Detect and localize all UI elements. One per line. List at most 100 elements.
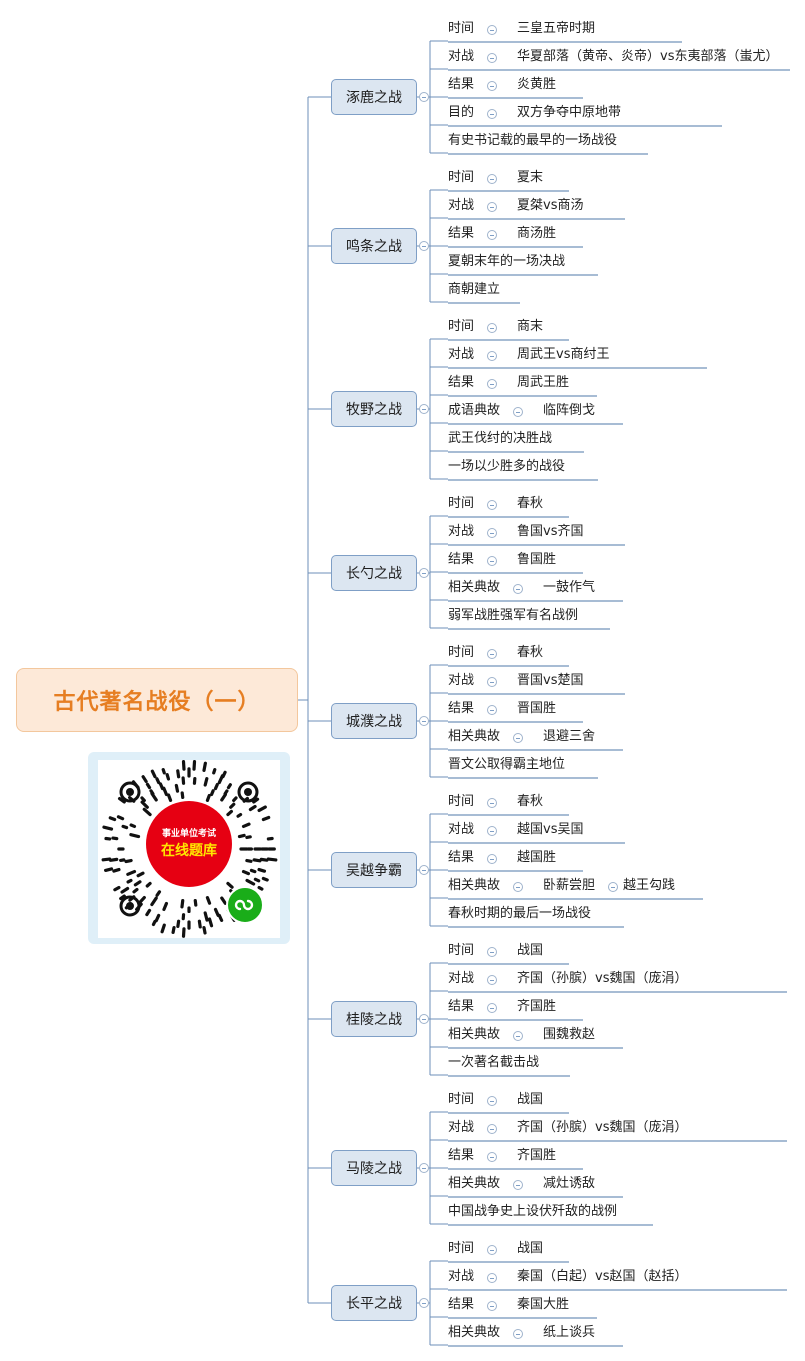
leaf-value: 越王勾践	[623, 878, 676, 893]
collapse-toggle-icon[interactable]	[419, 404, 429, 414]
collapse-toggle-icon[interactable]	[487, 351, 497, 361]
leaf-key: 时间	[448, 170, 475, 185]
collapse-toggle-icon[interactable]	[487, 677, 497, 687]
leaf-value: 春秋	[517, 794, 544, 809]
collapse-toggle-icon[interactable]	[487, 53, 497, 63]
qr-module	[158, 782, 165, 791]
battle-node[interactable]: 鸣条之战	[331, 228, 417, 264]
collapse-toggle-icon[interactable]	[513, 1180, 523, 1190]
collapse-toggle-icon[interactable]	[419, 865, 429, 875]
qr-module	[226, 881, 234, 889]
qr-module	[133, 880, 142, 887]
collapse-toggle-icon[interactable]	[487, 81, 497, 91]
leaf-key: 夏朝末年的一场决战	[448, 254, 566, 269]
qr-module	[119, 894, 126, 901]
qr-module	[221, 770, 227, 779]
collapse-toggle-icon[interactable]	[487, 25, 497, 35]
collapse-toggle-icon[interactable]	[487, 323, 497, 333]
leaf-value: 退避三舍	[543, 729, 596, 744]
leaf-value: 华夏部落（黄帝、炎帝）vs东夷部落（蚩尤）	[517, 49, 779, 64]
qr-module	[155, 890, 162, 897]
collapse-toggle-icon[interactable]	[487, 556, 497, 566]
battle-node[interactable]: 桂陵之战	[331, 1001, 417, 1037]
collapse-toggle-icon[interactable]	[487, 854, 497, 864]
collapse-toggle-icon[interactable]	[513, 584, 523, 594]
collapse-toggle-icon[interactable]	[513, 882, 523, 892]
collapse-toggle-icon[interactable]	[487, 798, 497, 808]
collapse-toggle-icon[interactable]	[513, 1031, 523, 1041]
leaf-value: 商汤胜	[517, 226, 557, 241]
battle-node[interactable]: 涿鹿之战	[331, 79, 417, 115]
qr-module	[220, 792, 227, 802]
leaf-key: 时间	[448, 319, 475, 334]
leaf-key: 弱军战胜强军有名战例	[448, 608, 579, 623]
collapse-toggle-icon[interactable]	[487, 1301, 497, 1311]
leaf-value: 齐国胜	[517, 999, 557, 1014]
collapse-toggle-icon[interactable]	[487, 947, 497, 957]
qr-finder-dot	[126, 902, 134, 910]
collapse-toggle-icon[interactable]	[487, 705, 497, 715]
collapse-toggle-icon[interactable]	[513, 733, 523, 743]
leaf-key: 结果	[448, 552, 475, 567]
collapse-toggle-icon[interactable]	[487, 528, 497, 538]
qr-module	[202, 761, 207, 773]
qr-module	[171, 925, 176, 935]
qr-module	[136, 871, 145, 878]
qr-module	[236, 812, 243, 818]
collapse-toggle-icon[interactable]	[419, 716, 429, 726]
leaf-key: 相关典故	[448, 878, 501, 893]
battle-node[interactable]: 吴越争霸	[331, 852, 417, 888]
qr-module	[209, 789, 215, 797]
battle-node[interactable]: 长勺之战	[331, 555, 417, 591]
collapse-toggle-icon[interactable]	[487, 109, 497, 119]
collapse-toggle-icon[interactable]	[487, 1096, 497, 1106]
leaf-value: 齐国（孙膑）vs魏国（庞涓）	[517, 971, 688, 986]
qr-module	[212, 768, 217, 775]
leaf-value: 鲁国胜	[517, 552, 557, 567]
collapse-toggle-icon[interactable]	[487, 826, 497, 836]
leaf-key: 对战	[448, 1269, 475, 1284]
collapse-toggle-icon[interactable]	[487, 1124, 497, 1134]
qr-module	[162, 786, 169, 797]
collapse-toggle-icon[interactable]	[487, 1152, 497, 1162]
collapse-toggle-icon[interactable]	[608, 882, 618, 892]
qr-module	[248, 804, 257, 812]
qr-module	[249, 868, 257, 874]
collapse-toggle-icon[interactable]	[419, 241, 429, 251]
battle-node[interactable]: 长平之战	[331, 1285, 417, 1321]
qr-module	[145, 908, 152, 917]
collapse-toggle-icon[interactable]	[487, 1245, 497, 1255]
qr-finder-ring	[119, 895, 141, 917]
collapse-toggle-icon[interactable]	[487, 1003, 497, 1013]
leaf-key: 对战	[448, 1120, 475, 1135]
collapse-toggle-icon[interactable]	[487, 975, 497, 985]
root-topic[interactable]: 古代著名战役（一）	[16, 668, 298, 732]
collapse-toggle-icon[interactable]	[419, 1014, 429, 1024]
qr-module	[241, 822, 251, 829]
qr-module	[220, 896, 227, 905]
collapse-toggle-icon[interactable]	[513, 407, 523, 417]
leaf-key: 时间	[448, 1241, 475, 1256]
collapse-toggle-icon[interactable]	[487, 230, 497, 240]
qr-module	[261, 815, 271, 822]
qr-finder-ring	[237, 781, 259, 803]
battle-node[interactable]: 城濮之战	[331, 703, 417, 739]
collapse-toggle-icon[interactable]	[487, 202, 497, 212]
battle-node[interactable]: 牧野之战	[331, 391, 417, 427]
collapse-toggle-icon[interactable]	[487, 174, 497, 184]
leaf-key: 一场以少胜多的战役	[448, 459, 566, 474]
collapse-toggle-icon[interactable]	[513, 1329, 523, 1339]
collapse-toggle-icon[interactable]	[487, 649, 497, 659]
collapse-toggle-icon[interactable]	[487, 500, 497, 510]
qr-module	[252, 797, 260, 804]
qr-module	[202, 925, 207, 935]
battle-node[interactable]: 马陵之战	[331, 1150, 417, 1186]
collapse-toggle-icon[interactable]	[419, 568, 429, 578]
collapse-toggle-icon[interactable]	[487, 379, 497, 389]
collapse-toggle-icon[interactable]	[419, 1298, 429, 1308]
qr-module	[155, 777, 161, 785]
collapse-toggle-icon[interactable]	[419, 92, 429, 102]
collapse-toggle-icon[interactable]	[419, 1163, 429, 1173]
leaf-value: 夏桀vs商汤	[517, 198, 584, 213]
collapse-toggle-icon[interactable]	[487, 1273, 497, 1283]
